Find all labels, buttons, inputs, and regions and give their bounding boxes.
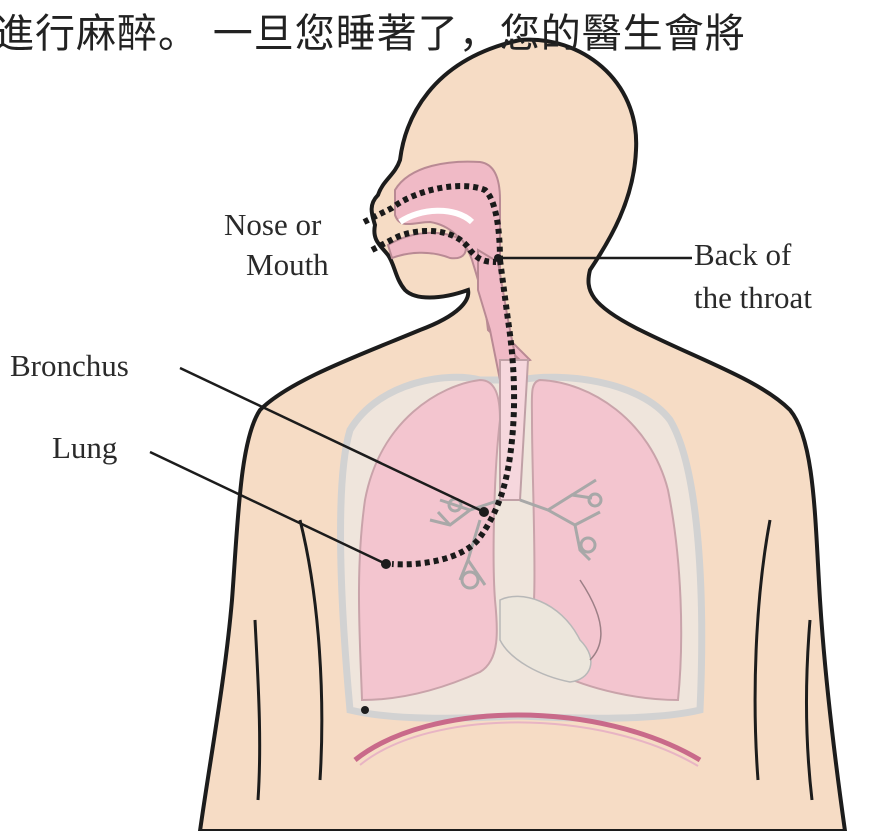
- throat-pointer-dot: [494, 254, 502, 262]
- rib-dot: [361, 706, 369, 714]
- bronchus-pointer-dot: [479, 507, 489, 517]
- label-lung: Lung: [52, 430, 117, 465]
- label-bronchus: Bronchus: [10, 348, 129, 383]
- label-mouth: Mouth: [246, 247, 329, 282]
- caption-text: 進行麻醉。 一旦您睡著了，您的醫生會將: [0, 6, 746, 62]
- label-back-of: Back of: [694, 237, 792, 272]
- lung-pointer-dot: [381, 559, 391, 569]
- label-nose-or: Nose or: [224, 207, 322, 242]
- label-the-throat: the throat: [694, 280, 812, 315]
